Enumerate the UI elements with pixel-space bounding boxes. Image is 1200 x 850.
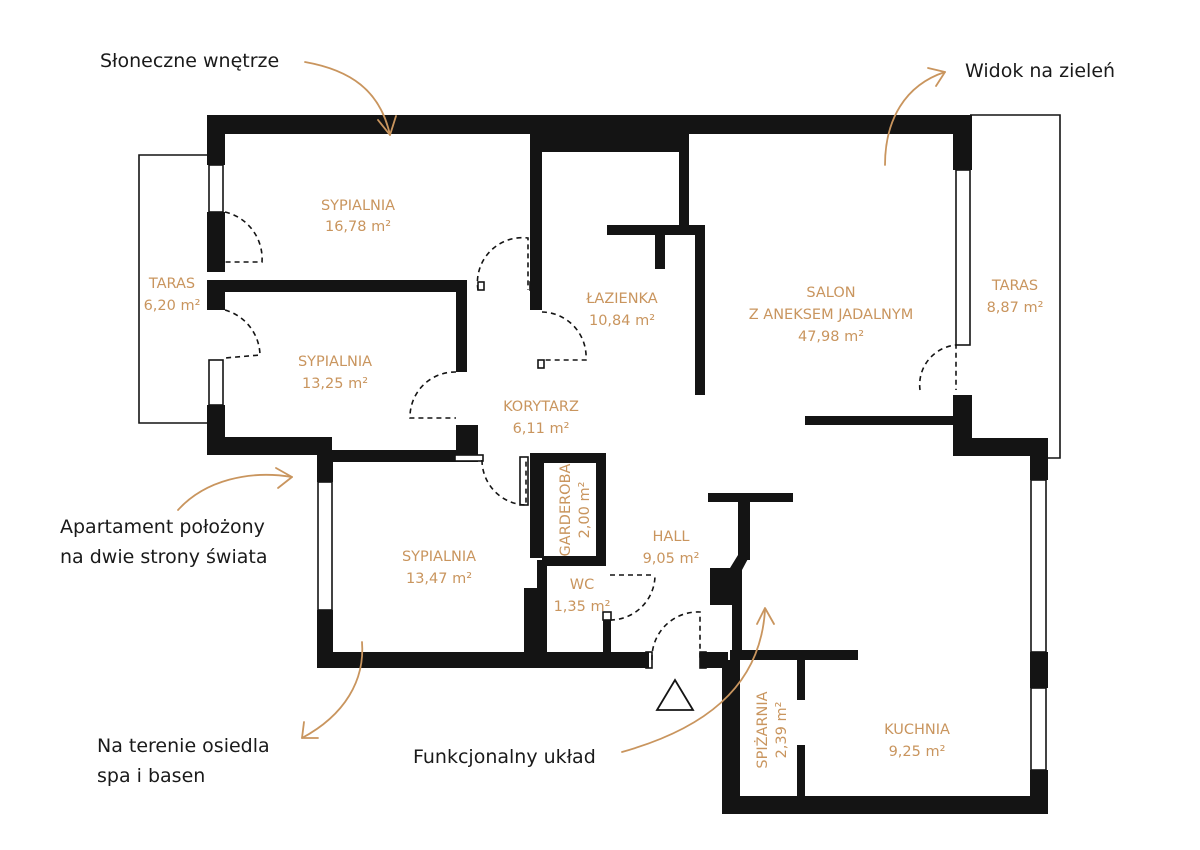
- salon-area: 47,98 m²: [798, 329, 864, 345]
- terrace-right-name: TARAS: [991, 278, 1038, 294]
- callout-arrows: [177, 61, 946, 753]
- salon-name-1: SALON: [806, 285, 855, 301]
- callout-green-view: Widok na zieleń: [965, 60, 1116, 82]
- bedroom3-name: SYPIALNIA: [402, 549, 476, 565]
- arrow-sunny: [304, 61, 391, 136]
- walls: [207, 115, 1048, 814]
- terrace-right-area: 8,87 m²: [987, 300, 1044, 316]
- arrow-two-sides: [177, 474, 293, 511]
- callout-spa-line1: Na terenie osiedla: [97, 735, 270, 757]
- callout-sunny: Słoneczne wnętrze: [100, 50, 280, 72]
- callout-two-sides-line2: na dwie strony świata: [60, 546, 268, 568]
- kitchen-name: KUCHNIA: [884, 722, 950, 738]
- arrow-green-view: [884, 71, 946, 166]
- triangle-icon: [655, 678, 695, 711]
- doors: [224, 211, 957, 669]
- bedroom3-area: 13,47 m²: [406, 571, 472, 587]
- terrace-left-area: 6,20 m²: [144, 298, 201, 314]
- hall-area: 9,05 m²: [643, 551, 700, 567]
- bathroom-name: ŁAZIENKA: [585, 291, 658, 307]
- pantry-name: SPIŻARNIA: [753, 691, 771, 768]
- windows: [208, 164, 1047, 771]
- bedroom1-area: 16,78 m²: [325, 219, 391, 235]
- arrow-spa: [301, 641, 364, 739]
- hall-name: HALL: [653, 529, 690, 545]
- corridor-area: 6,11 m²: [513, 421, 570, 437]
- bedroom1-name: SYPIALNIA: [321, 198, 395, 214]
- kitchen-area: 9,25 m²: [889, 744, 946, 760]
- salon-name-2: Z ANEKSEM JADALNYM: [749, 307, 914, 323]
- wc-name: WC: [570, 577, 594, 593]
- pantry-area: 2,39 m²: [774, 702, 790, 759]
- terrace-left-name: TARAS: [148, 276, 195, 292]
- callout-functional: Funkcjonalny układ: [413, 746, 596, 768]
- bedroom2-area: 13,25 m²: [302, 376, 368, 392]
- wardrobe-name: GARDEROBA: [558, 463, 574, 556]
- callout-spa-line2: spa i basen: [97, 765, 206, 787]
- corridor-name: KORYTARZ: [503, 399, 579, 415]
- wc-area: 1,35 m²: [554, 599, 611, 615]
- wardrobe-area: 2,00 m²: [577, 482, 593, 539]
- bathroom-area: 10,84 m²: [589, 313, 655, 329]
- bedroom2-name: SYPIALNIA: [298, 354, 372, 370]
- terrace-left-outline: [138, 154, 209, 424]
- arrow-functional: [621, 609, 766, 753]
- callout-two-sides-line1: Apartament położony: [60, 516, 265, 538]
- room-labels: SYPIALNIA 16,78 m² TARAS 6,20 m² SYPIALN…: [144, 198, 1044, 769]
